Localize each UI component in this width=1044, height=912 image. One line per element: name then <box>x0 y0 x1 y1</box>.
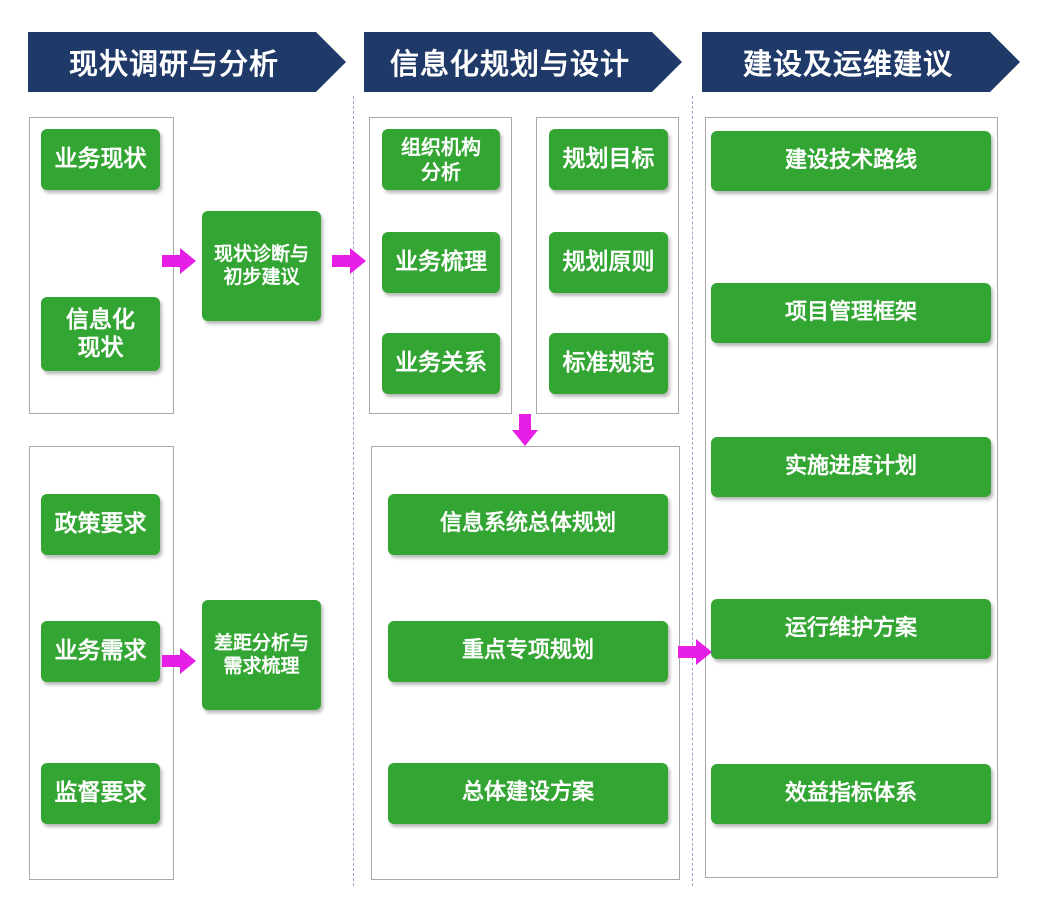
arrow-right-3 <box>162 648 196 674</box>
box-business-relation: 业务关系 <box>382 333 500 394</box>
box-supervision: 监督要求 <box>41 763 160 824</box>
box-construction-scheme: 总体建设方案 <box>388 763 668 824</box>
box-benefit-index: 效益指标体系 <box>711 764 991 824</box>
box-planning-goal: 规划目标 <box>549 129 668 190</box>
arrow-right-2 <box>332 248 366 274</box>
box-business-status: 业务现状 <box>41 129 160 190</box>
box-diagnosis: 现状诊断与 初步建议 <box>202 211 321 321</box>
box-it-status: 信息化 现状 <box>41 297 160 371</box>
panel-recommendations <box>705 117 998 878</box>
separator-2 <box>692 96 693 886</box>
arrow-down <box>512 414 538 446</box>
box-org-analysis: 组织机构 分析 <box>382 129 500 190</box>
box-tech-route: 建设技术路线 <box>711 131 991 191</box>
box-project-mgmt: 项目管理框架 <box>711 283 991 343</box>
box-business-review: 业务梳理 <box>382 232 500 293</box>
arrow-right-4 <box>678 639 712 665</box>
box-planning-principle: 规划原则 <box>549 232 668 293</box>
box-gap-analysis: 差距分析与 需求梳理 <box>202 600 321 710</box>
box-overall-plan: 信息系统总体规划 <box>388 494 668 555</box>
box-standards: 标准规范 <box>549 333 668 394</box>
header-col3: 建设及运维建议 <box>702 32 1020 92</box>
separator-1 <box>353 96 354 886</box>
box-business-need: 业务需求 <box>41 621 160 682</box>
header-col1: 现状调研与分析 <box>28 32 346 92</box>
box-maintenance: 运行维护方案 <box>711 599 991 659</box>
header-col2: 信息化规划与设计 <box>364 32 682 92</box>
arrow-right-1 <box>162 248 196 274</box>
box-policy: 政策要求 <box>41 494 160 555</box>
box-schedule: 实施进度计划 <box>711 437 991 497</box>
box-key-special-plan: 重点专项规划 <box>388 621 668 682</box>
